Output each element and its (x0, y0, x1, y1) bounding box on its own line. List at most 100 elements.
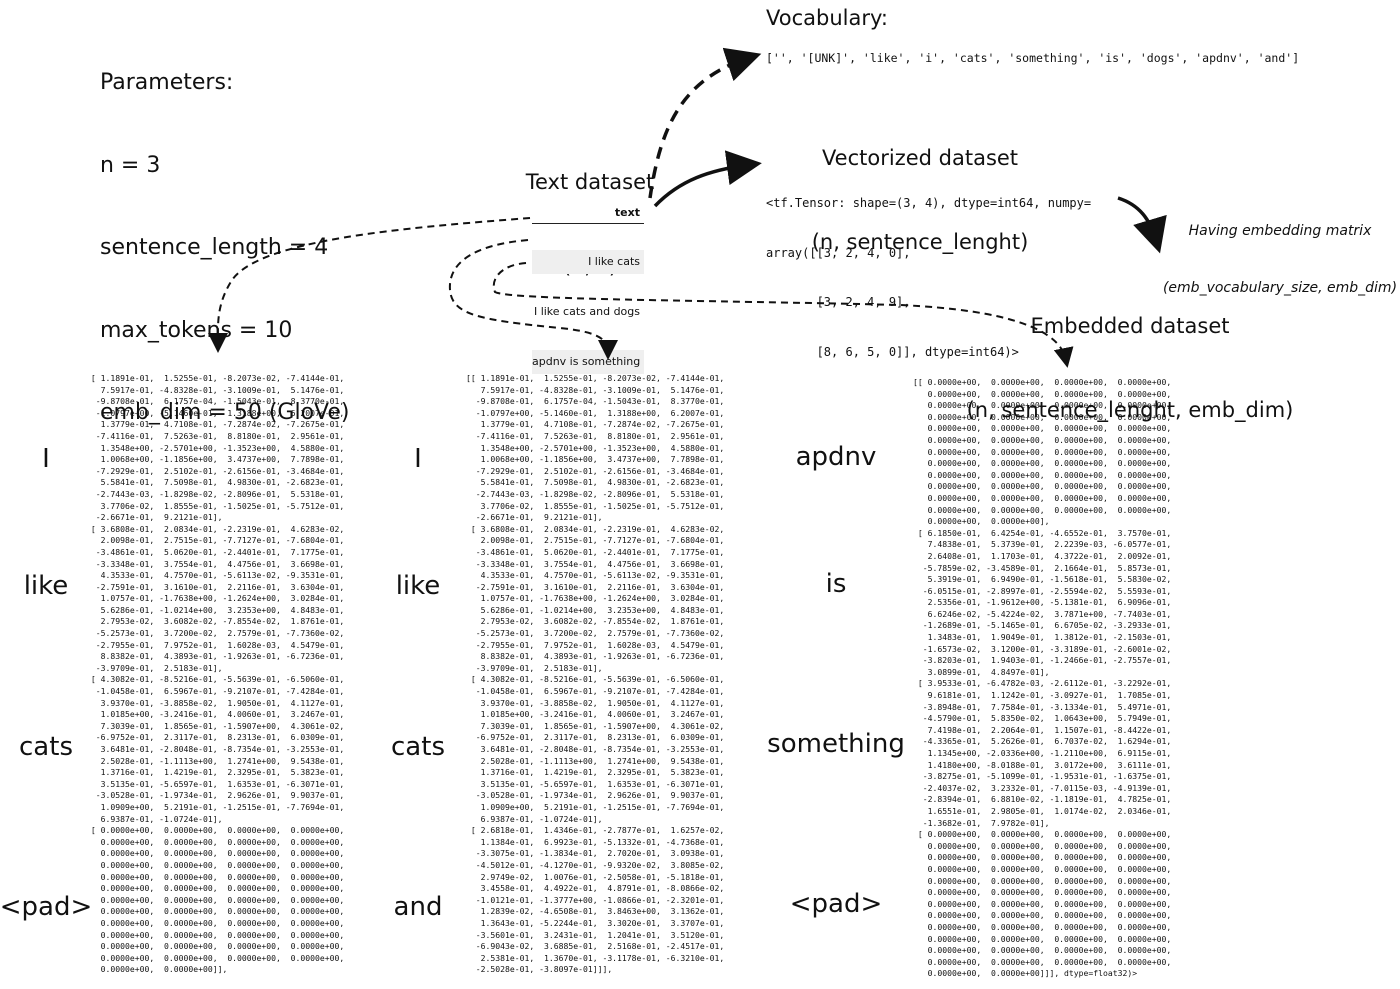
embedding-note-line2: (emb_vocabulary_size, emb_dim) (1162, 280, 1398, 296)
matrix-line: 0.0000e+00, 0.0000e+00, 0.0000e+00, 0.00… (86, 941, 345, 952)
matrix-line: 3.5135e-01, -5.6597e-01, 1.6353e-01, -6.… (86, 778, 345, 789)
matrix-line: 0.0000e+00, 0.0000e+00, 0.0000e+00, 0.00… (86, 859, 345, 870)
matrix-line: -3.4861e-01, 5.0620e-01, -2.4401e-01, 7.… (466, 546, 725, 557)
matrix-line: 0.0000e+00, 0.0000e+00, 0.0000e+00, 0.00… (913, 434, 1172, 445)
matrix-line: -3.3348e-01, 3.7554e-01, 4.4756e-01, 3.6… (86, 558, 345, 569)
param-line-max-tokens: max_tokens = 10 (100, 317, 293, 343)
token-label: like (395, 571, 441, 601)
matrix-line: 2.6408e-01, 1.1703e-01, 4.3722e-01, 2.00… (913, 550, 1172, 561)
matrix-line: -2.4037e-02, 3.2332e-01, -7.0115e-03, -4… (913, 782, 1172, 793)
matrix-line: 2.0098e-01, 2.7515e-01, -7.7127e-01, -7.… (466, 535, 725, 546)
vectorized-title: Vectorized dataset (821, 146, 1019, 170)
matrix-line: [ 3.6808e-01, 2.0834e-01, -2.2319e-01, 4… (86, 523, 345, 534)
matrix-line: 7.3039e-01, 1.8565e-01, -1.5907e+00, 4.3… (86, 720, 345, 731)
matrix-line: -2.6671e-01, 9.2121e-01], (86, 512, 223, 523)
matrix-line: 2.5356e-01, -1.9612e+00, -5.1381e-01, 6.… (913, 597, 1172, 608)
matrix-line: -1.3682e-01, 7.9782e-01], (913, 817, 1050, 828)
matrix-line: 1.0909e+00, 5.2191e-01, -1.2515e-01, -7.… (86, 801, 345, 812)
matrix-line: 0.0000e+00, 0.0000e+00, 0.0000e+00, 0.00… (913, 921, 1172, 932)
matrix-line: [ 3.6808e-01, 2.0834e-01, -2.2319e-01, 4… (466, 523, 725, 534)
matrix-line: -3.3075e-01, -1.3834e-01, 2.7020e-01, 3.… (466, 848, 725, 859)
matrix-line: 1.3716e-01, 1.4219e-01, 2.3295e-01, 5.38… (466, 767, 725, 778)
matrix-line: -2.5028e-01, -3.8097e-01]]], (466, 964, 613, 975)
arrow-row3-to-matrix3 (492, 262, 1074, 368)
tensor-line: array([[3, 2, 4, 0], (766, 245, 911, 260)
matrix-line: 3.4558e-01, 4.4922e-01, 4.8791e-01, -8.0… (466, 883, 725, 894)
matrix-line: -2.6671e-01, 9.2121e-01], (466, 512, 603, 523)
matrix-line: [ 4.3082e-01, -8.5216e-01, -5.5639e-01, … (466, 674, 725, 685)
text-dataset-title: Text dataset (525, 170, 655, 194)
matrix-line: 0.0000e+00, 0.0000e+00]], (86, 964, 228, 975)
matrix-line: 0.0000e+00, 0.0000e+00, 0.0000e+00, 0.00… (913, 458, 1172, 469)
matrix-line: 0.0000e+00, 0.0000e+00, 0.0000e+00, 0.00… (86, 952, 345, 963)
matrix-line: 2.5028e-01, -1.1113e+00, 1.2741e+00, 9.5… (466, 755, 725, 766)
embedded-title-block: Embedded dataset (n, sentence_lenght, em… (960, 256, 1300, 480)
matrix-line: 1.1345e+00, -2.0336e+00, -1.2110e+00, 6.… (913, 748, 1172, 758)
matrix-line: -4.5790e-01, 5.8350e-02, 1.0643e+00, 5.7… (913, 713, 1172, 724)
matrix-line: 0.0000e+00, 0.0000e+00, 0.0000e+00, 0.00… (913, 875, 1172, 886)
embedding-matrix-sentence-3: [[ 0.0000e+00, 0.0000e+00, 0.0000e+00, 0… (913, 377, 1171, 980)
matrix-line: 0.0000e+00, 0.0000e+00, 0.0000e+00, 0.00… (86, 883, 345, 894)
token-label: apdnv (795, 442, 877, 472)
matrix-line: 7.4838e-01, 5.3739e-01, 2.2239e-03, -6.0… (913, 539, 1172, 550)
matrix-line: 1.0757e-01, -1.7638e+00, -1.2624e+00, 3.… (86, 593, 345, 604)
matrix-line: -6.9752e-01, 2.3117e-01, 8.2313e-01, 6.0… (86, 732, 345, 743)
embedding-note-line1: Having embedding matrix (1188, 223, 1372, 239)
matrix-line: 0.0000e+00, 0.0000e+00, 0.0000e+00, 0.00… (913, 423, 1172, 434)
matrix-line: -5.2573e-01, 3.7200e-02, 2.7579e-01, -7.… (466, 628, 725, 639)
param-line-emb-dim: emb_dim = 50 (GloVe) (100, 400, 350, 425)
matrix-line: [ 0.0000e+00, 0.0000e+00, 0.0000e+00, 0.… (86, 825, 345, 836)
matrix-line: -7.4116e-01, 7.5263e-01, 8.8180e-01, 2.9… (86, 430, 345, 441)
matrix-line: -1.0797e+00, -5.1460e-01, 1.3188e+00, 6.… (86, 407, 345, 418)
matrix-line: 1.4180e+00, -8.0188e-01, 3.0172e+00, 3.6… (913, 759, 1172, 770)
matrix-line: 0.0000e+00, 0.0000e+00, 0.0000e+00, 0.00… (913, 852, 1172, 863)
matrix-line: -3.0528e-01, -1.9734e-01, 2.9626e-01, 9.… (86, 790, 345, 801)
matrix-line: 1.3643e-01, -5.2244e-01, 3.3020e-01, 3.3… (466, 917, 725, 928)
arrow-to-vectorized (653, 150, 762, 208)
embedding-matrix-sentence-2: [[ 1.1891e-01, 1.5255e-01, -8.2073e-02, … (466, 373, 724, 976)
matrix-line: 5.5841e-01, 7.5098e-01, 4.9830e-01, -2.6… (466, 477, 725, 488)
matrix-line: -1.6573e-02, 3.1200e-01, -3.3189e-01, -2… (913, 643, 1172, 654)
matrix-line: -9.8708e-01, 6.1757e-04, -1.5043e-01, 8.… (86, 396, 345, 407)
matrix-line: 5.3919e-01, 6.9490e-01, -1.5618e-01, 5.5… (913, 574, 1172, 585)
matrix-line: 6.9387e-01, -1.0724e-01], (86, 813, 223, 824)
vocabulary-title: Vocabulary: (766, 6, 888, 30)
matrix-line: 0.0000e+00, 0.0000e+00, 0.0000e+00, 0.00… (913, 898, 1172, 909)
tensor-line: <tf.Tensor: shape=(3, 4), dtype=int64, n… (766, 196, 1092, 210)
matrix-line: [ 3.9533e-01, -6.4782e-03, -2.6112e-01, … (913, 678, 1172, 689)
matrix-line: -3.9709e-01, 2.5183e-01], (86, 662, 223, 673)
matrix-line: -7.2929e-01, 2.5102e-01, -2.6156e-01, -3… (86, 465, 345, 476)
matrix-line: -3.8203e-01, 1.9403e-01, -1.2466e-01, -2… (913, 655, 1172, 666)
token-label: something (767, 729, 905, 759)
matrix-line: 4.3533e-01, 4.7570e-01, -5.6113e-02, -9.… (86, 570, 345, 581)
matrix-line: -3.0528e-01, -1.9734e-01, 2.9626e-01, 9.… (466, 790, 725, 801)
matrix-line: [ 2.6818e-01, 1.4346e-01, -2.7877e-01, 1… (466, 825, 725, 836)
embedding-note: Having embedding matrix (emb_vocabulary_… (1160, 184, 1400, 336)
vectorized-shape: (n, sentence_lenght) (811, 230, 1029, 254)
token-label: and (393, 892, 443, 922)
matrix-line: 0.0000e+00, 0.0000e+00, 0.0000e+00, 0.00… (913, 887, 1172, 898)
matrix-line: 0.0000e+00, 0.0000e+00, 0.0000e+00, 0.00… (913, 400, 1172, 411)
matrix-line: -2.7443e-03, -1.8298e-02, -2.8096e-01, 5… (86, 488, 345, 499)
matrix-line: -2.7955e-01, 7.9752e-01, 1.6028e-03, 4.5… (86, 639, 345, 650)
matrix-line: -3.8275e-01, -5.1099e-01, -1.9531e-01, -… (913, 771, 1172, 782)
matrix-line: 0.0000e+00, 0.0000e+00], (913, 516, 1050, 527)
token-label: I (42, 444, 50, 474)
matrix-line: 0.0000e+00, 0.0000e+00, 0.0000e+00, 0.00… (913, 956, 1172, 967)
matrix-line: 1.2839e-02, -4.6508e-01, 3.8463e+00, 3.1… (466, 906, 725, 917)
matrix-line: -9.8708e-01, 6.1757e-04, -1.5043e-01, 8.… (466, 396, 725, 407)
matrix-line: 0.0000e+00, 0.0000e+00, 0.0000e+00, 0.00… (913, 481, 1172, 492)
matrix-line: 0.0000e+00, 0.0000e+00, 0.0000e+00, 0.00… (913, 945, 1172, 956)
matrix-line: 2.9749e-02, 1.0076e-01, -2.5058e-01, -5.… (466, 871, 725, 882)
matrix-line: [ 4.3082e-01, -8.5216e-01, -5.5639e-01, … (86, 674, 345, 685)
matrix-line: 0.0000e+00, 0.0000e+00, 0.0000e+00, 0.00… (913, 411, 1172, 422)
matrix-line: 1.0757e-01, -1.7638e+00, -1.2624e+00, 3.… (466, 593, 725, 604)
matrix-line: -3.8948e-01, 7.7584e-01, -3.1334e-01, 5.… (913, 701, 1172, 712)
matrix-line: -2.7955e-01, 7.9752e-01, 1.6028e-03, 4.5… (466, 639, 725, 650)
param-line-n: n = 3 (100, 152, 161, 178)
embedded-title: Embedded dataset (1030, 314, 1230, 338)
matrix-line: 0.0000e+00, 0.0000e+00, 0.0000e+00, 0.00… (913, 933, 1172, 944)
token-label: <pad> (789, 889, 883, 919)
